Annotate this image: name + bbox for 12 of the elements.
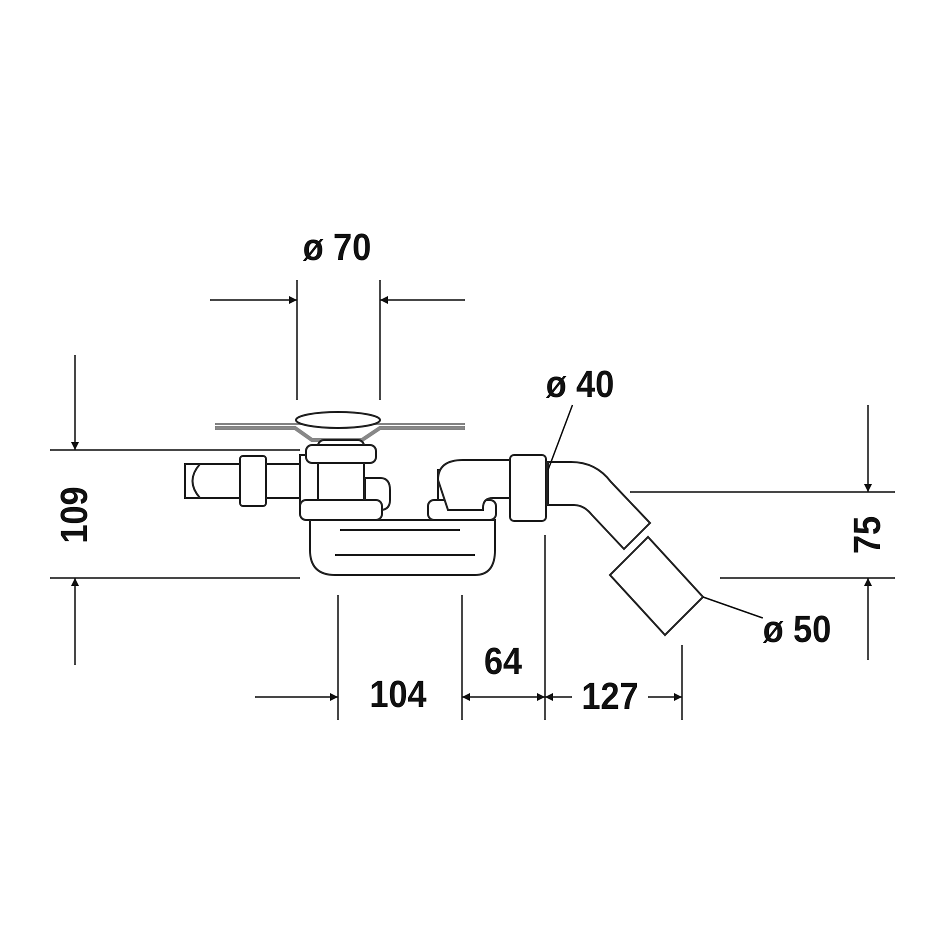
dimension-text: 75 (848, 516, 888, 554)
dimension-text: ø 50 (762, 610, 832, 650)
dimension-text: ø 40 (546, 365, 614, 405)
dimension-text: 127 (581, 677, 639, 717)
dimension-text: ø 70 (302, 228, 372, 268)
dimension-text: 64 (484, 642, 522, 682)
dimension-text: 109 (55, 486, 95, 544)
pipe-sleeve (608, 536, 704, 636)
leader-line (702, 596, 764, 619)
pipe-elbow (547, 461, 651, 550)
leader-line (547, 404, 574, 470)
dimension-text: 104 (369, 675, 427, 715)
